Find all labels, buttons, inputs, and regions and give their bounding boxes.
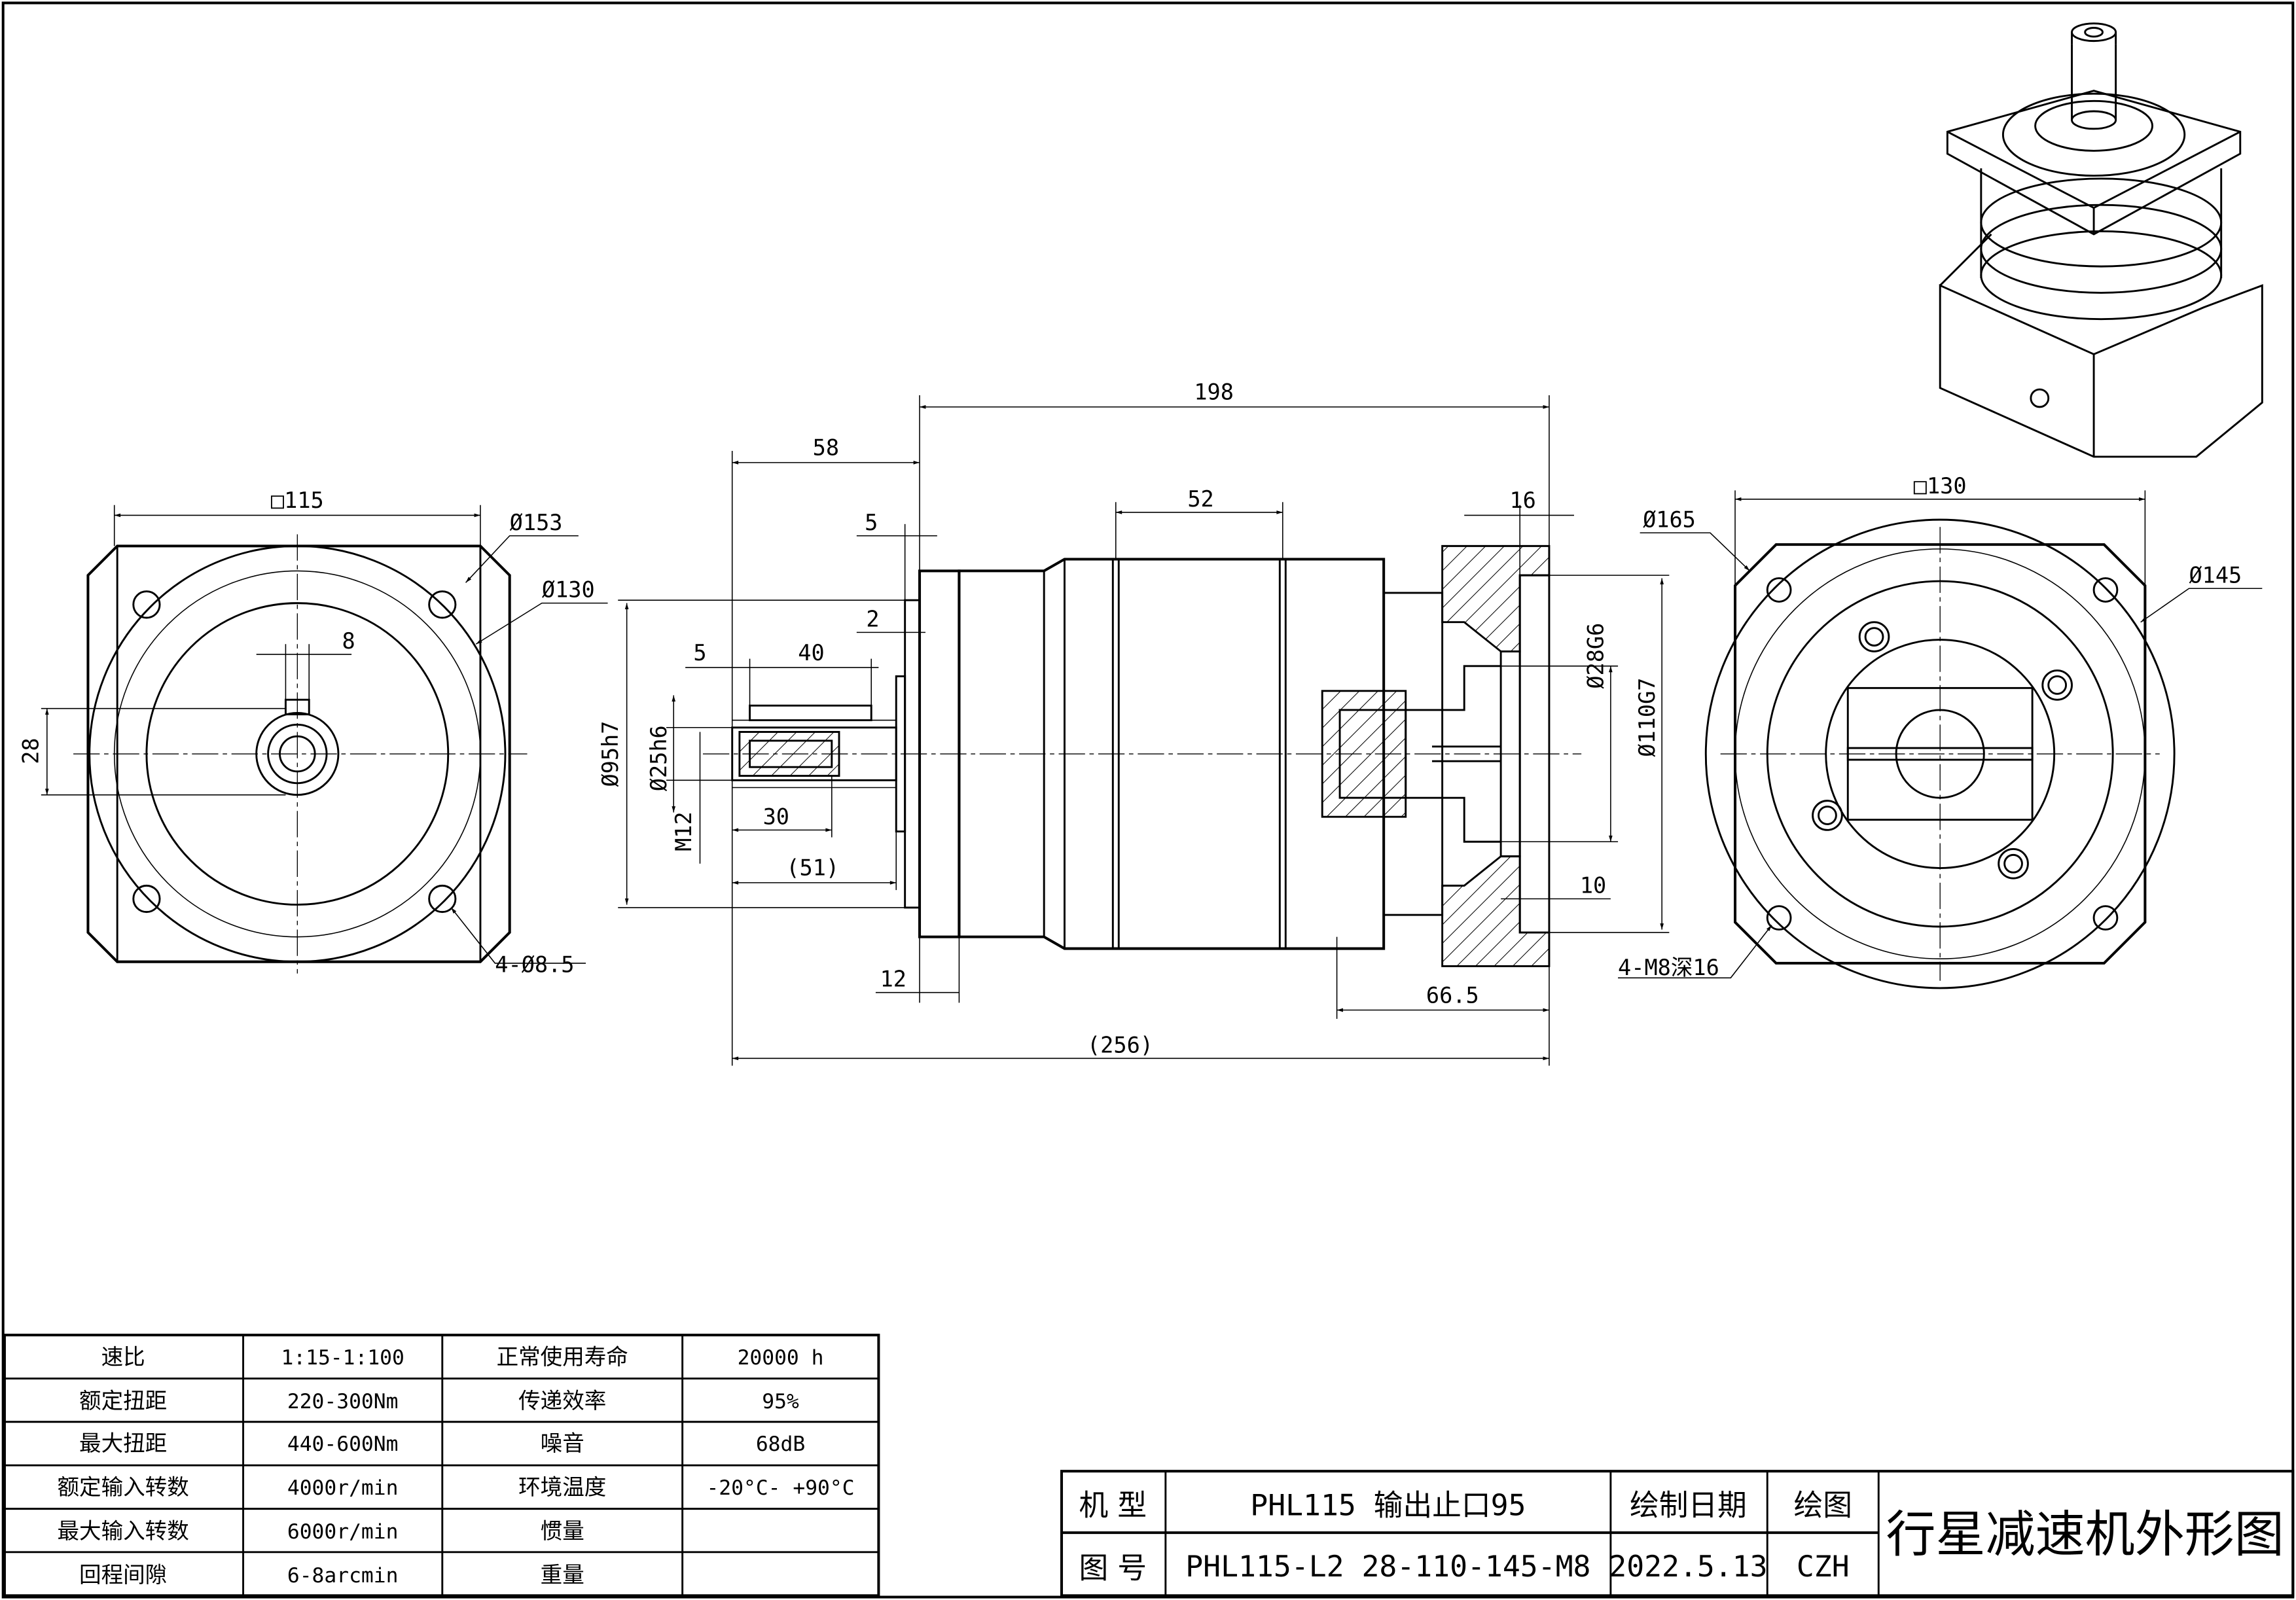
dim-holes-8-5: 4-Ø8.5 <box>495 951 574 977</box>
dim-square-115: □115 <box>271 488 324 513</box>
spec-label: 噪音 <box>541 1431 584 1456</box>
spec-label: 正常使用寿命 <box>497 1344 628 1370</box>
drawing-title: 行星减速机外形图 <box>1886 1505 2284 1563</box>
dim-dia-25h6: Ø25h6 <box>646 725 672 791</box>
spec-value: 220-300Nm <box>287 1390 399 1413</box>
drawing-no-label: 图 号 <box>1079 1550 1147 1585</box>
dim-16: 16 <box>1509 488 1535 513</box>
spec-label: 重量 <box>541 1562 584 1588</box>
dim-dia-28g6: Ø28G6 <box>1583 623 1609 689</box>
spec-label: 速比 <box>101 1344 145 1370</box>
spec-label: 最大扭距 <box>79 1431 167 1456</box>
spec-value: 95% <box>762 1390 799 1413</box>
dim-12: 12 <box>880 967 906 992</box>
dim-198: 198 <box>1194 380 1234 405</box>
spec-label: 环境温度 <box>518 1474 606 1500</box>
dim-dia-165: Ø165 <box>1643 507 1696 532</box>
model-label: 机 型 <box>1079 1487 1147 1522</box>
dim-66-5: 66.5 <box>1426 982 1479 1008</box>
model-value: PHL115 输出止口95 <box>1250 1487 1526 1522</box>
spec-row: 速比 1:15-1:100 正常使用寿命 20000 h <box>101 1344 824 1370</box>
spec-table: 速比 1:15-1:100 正常使用寿命 20000 h 额定扭距 220-30… <box>3 1334 880 1597</box>
dim-30: 30 <box>763 804 789 829</box>
input-end-view: □130 Ø165 Ø145 4-M8深16 <box>1618 473 2263 989</box>
spec-label: 惯量 <box>541 1518 584 1544</box>
dim-dia-110g7: Ø110G7 <box>1634 678 1660 757</box>
spec-label: 传递效率 <box>518 1388 606 1413</box>
spec-value: 68dB <box>756 1432 805 1456</box>
dim-dia-130: Ø130 <box>542 577 595 603</box>
spec-label: 最大输入转数 <box>57 1518 188 1544</box>
dim-2: 2 <box>866 606 879 631</box>
drawn-value: CZH <box>1797 1549 1850 1584</box>
bolt-hole <box>132 590 457 914</box>
date-value: 2022.5.13 <box>1609 1549 1767 1584</box>
dim-square-130: □130 <box>1914 473 1967 499</box>
spec-row: 额定输入转数 4000r/min 环境温度 -20°C- +90°C <box>57 1474 854 1500</box>
drawing-no-value: PHL115-L2 28-110-145-M8 <box>1185 1549 1590 1584</box>
spec-value: 6000r/min <box>287 1520 399 1544</box>
spec-row: 最大输入转数 6000r/min 惯量 <box>57 1518 584 1544</box>
side-view: 198 58 52 16 5 2 5 40 Ø95h7 Ø25h6 M12 30… <box>598 380 1670 1066</box>
spec-row: 最大扭距 440-600Nm 噪音 68dB <box>79 1431 805 1456</box>
drawn-label: 绘图 <box>1794 1487 1852 1522</box>
output-end-view: □115 Ø153 Ø130 8 28 4-Ø8.5 <box>18 488 608 977</box>
spec-value: -20°C- +90°C <box>706 1476 854 1500</box>
spec-label: 额定扭距 <box>79 1388 167 1413</box>
spec-row: 回程间隙 6-8arcmin 重量 <box>79 1562 584 1588</box>
title-block: 机 型 PHL115 输出止口95 图 号 PHL115-L2 28-110-1… <box>1060 1470 2295 1597</box>
dim-5-flange: 5 <box>865 510 878 535</box>
spec-label: 回程间隙 <box>79 1562 167 1588</box>
isometric-view <box>1939 22 2263 458</box>
spec-label: 额定输入转数 <box>57 1474 188 1500</box>
dim-10: 10 <box>1580 873 1606 898</box>
dim-256: (256) <box>1087 1032 1153 1058</box>
dim-holes-m8: 4-M8深16 <box>1618 955 1719 980</box>
spec-value: 6-8arcmin <box>287 1564 399 1588</box>
dim-51: (51) <box>786 855 839 881</box>
spec-value: 4000r/min <box>287 1476 399 1500</box>
date-label: 绘制日期 <box>1630 1487 1747 1522</box>
dim-dia-153: Ø153 <box>510 510 563 535</box>
spec-row: 额定扭距 220-300Nm 传递效率 95% <box>79 1388 799 1413</box>
dim-m12: M12 <box>671 811 696 851</box>
dim-5-key: 5 <box>693 640 706 666</box>
dim-key-8: 8 <box>342 628 355 654</box>
spec-value: 440-600Nm <box>287 1432 399 1456</box>
dim-52: 52 <box>1187 486 1213 512</box>
threaded-hole <box>1766 577 2119 931</box>
dim-40: 40 <box>798 640 824 666</box>
dim-dia-145: Ø145 <box>2189 562 2242 588</box>
dim-dia-95h7: Ø95h7 <box>598 721 623 787</box>
spec-value: 20000 h <box>738 1346 824 1370</box>
dim-28: 28 <box>18 738 43 764</box>
dim-58: 58 <box>813 435 839 461</box>
spec-value: 1:15-1:100 <box>281 1346 404 1370</box>
